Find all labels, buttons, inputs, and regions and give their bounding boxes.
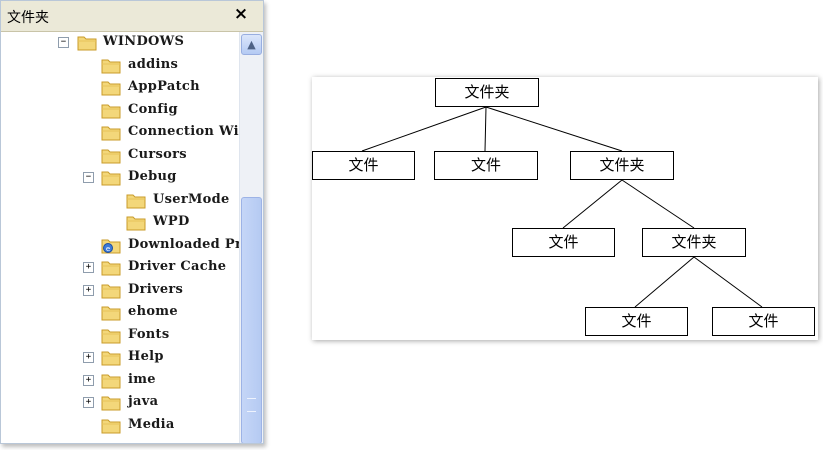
- node-file: 文件: [512, 228, 615, 257]
- connector-line: [562, 179, 623, 229]
- tree-item-connection-wiz[interactable]: Connection Wiz: [1, 122, 239, 144]
- tree-item-fonts[interactable]: Fonts: [1, 325, 239, 347]
- folder-icon: [101, 102, 121, 119]
- tree-item-ehome[interactable]: ehome: [1, 302, 239, 324]
- node-folder: 文件夹: [642, 228, 746, 257]
- pane-title: 文件夹: [7, 10, 49, 26]
- tree-item-label: WINDOWS: [103, 34, 185, 49]
- tree-item-label: Driver Cache: [128, 259, 227, 274]
- tree-item-debug[interactable]: − Debug: [1, 167, 239, 189]
- node-root-folder: 文件夹: [435, 78, 539, 107]
- node-file: 文件: [312, 151, 415, 180]
- tree-item-label: AppPatch: [128, 79, 200, 94]
- expand-icon[interactable]: +: [83, 352, 94, 363]
- folder-icon: [101, 304, 121, 321]
- tree-item-label: WPD: [153, 214, 190, 229]
- folder-icon: [101, 417, 121, 434]
- folder-icon: [101, 259, 121, 276]
- folder-tree: − WINDOWS addins AppPatch Config: [1, 32, 239, 443]
- tree-item-drivers[interactable]: + Drivers: [1, 280, 239, 302]
- tree-item-ime[interactable]: + ime: [1, 370, 239, 392]
- ie-folder-icon: e: [101, 237, 121, 254]
- folder-icon: [101, 147, 121, 164]
- tree-item-apppatch[interactable]: AppPatch: [1, 77, 239, 99]
- connector-line: [693, 256, 763, 308]
- tree-item-windows[interactable]: − WINDOWS: [1, 32, 239, 54]
- node-file: 文件: [712, 307, 815, 336]
- folder-icon: [101, 79, 121, 96]
- diagram-connectors: [361, 106, 763, 308]
- tree-item-label: Cursors: [128, 146, 187, 162]
- tree-item-label: Debug: [128, 169, 177, 184]
- scroll-up-arrow-icon[interactable]: ▲: [241, 34, 262, 55]
- node-folder: 文件夹: [570, 151, 674, 180]
- tree-item-label: Config: [128, 101, 178, 117]
- expand-icon[interactable]: +: [83, 374, 94, 386]
- expand-icon[interactable]: +: [83, 284, 94, 296]
- connector-line: [485, 106, 623, 152]
- tree-item-java[interactable]: + java: [1, 392, 239, 414]
- folder-icon: [101, 349, 121, 366]
- connector-line: [361, 106, 487, 152]
- tree-item-downloaded-pro[interactable]: e Downloaded Pro: [1, 235, 239, 257]
- folder-icon: [101, 372, 121, 389]
- tree-item-label: Fonts: [128, 326, 170, 342]
- tree-item-label: Downloaded Pro: [128, 236, 239, 252]
- tree-item-driver-cache[interactable]: + Driver Cache: [1, 257, 239, 279]
- pane-header: 文件夹 ×: [1, 1, 263, 32]
- tree-item-media[interactable]: Media: [1, 415, 239, 437]
- vertical-scrollbar[interactable]: ▲: [239, 32, 263, 443]
- tree-diagram: 文件夹 文件 文件 文件夹 文件 文件夹 文件 文件: [312, 77, 818, 340]
- expand-icon[interactable]: +: [83, 262, 94, 273]
- collapse-icon[interactable]: −: [58, 37, 69, 48]
- node-file: 文件: [434, 151, 538, 180]
- folder-icon: [126, 192, 146, 209]
- scroll-thumb[interactable]: [241, 197, 262, 443]
- folder-icon: [101, 327, 121, 344]
- tree-item-label: Help: [128, 349, 164, 364]
- collapse-icon[interactable]: −: [83, 172, 94, 183]
- expand-icon[interactable]: +: [83, 397, 94, 408]
- tree-item-label: Connection Wiz: [128, 124, 239, 139]
- connector-line: [484, 106, 487, 152]
- folder-icon: [101, 282, 121, 299]
- folder-tree-pane: 文件夹 × − WINDOWS addins AppPatch: [0, 0, 264, 444]
- tree-item-help[interactable]: + Help: [1, 347, 239, 369]
- folder-icon: [126, 214, 146, 231]
- close-icon[interactable]: ×: [233, 4, 249, 24]
- tree-item-config[interactable]: Config: [1, 100, 239, 122]
- tree-item-label: UserMode: [153, 191, 230, 207]
- tree-item-label: ime: [128, 371, 156, 387]
- tree-item-label: Media: [128, 416, 175, 432]
- folder-icon: [101, 169, 121, 186]
- tree-item-label: Drivers: [128, 281, 184, 297]
- tree-item-label: addins: [128, 56, 179, 72]
- folder-icon: [101, 124, 121, 141]
- connector-line: [621, 179, 695, 229]
- thumb-grip: [247, 398, 256, 412]
- tree-item-cursors[interactable]: Cursors: [1, 145, 239, 167]
- folder-icon: [101, 57, 121, 74]
- tree-item-label: ehome: [128, 304, 178, 319]
- folder-icon: [101, 394, 121, 411]
- svg-text:e: e: [106, 245, 110, 253]
- tree-item-label: java: [128, 394, 159, 409]
- node-file: 文件: [585, 307, 688, 336]
- folder-open-icon: [77, 34, 97, 51]
- tree-item-usermode[interactable]: UserMode: [1, 190, 239, 212]
- connector-line: [634, 256, 695, 308]
- tree-item-wpd[interactable]: WPD: [1, 212, 239, 234]
- tree-item-addins[interactable]: addins: [1, 55, 239, 77]
